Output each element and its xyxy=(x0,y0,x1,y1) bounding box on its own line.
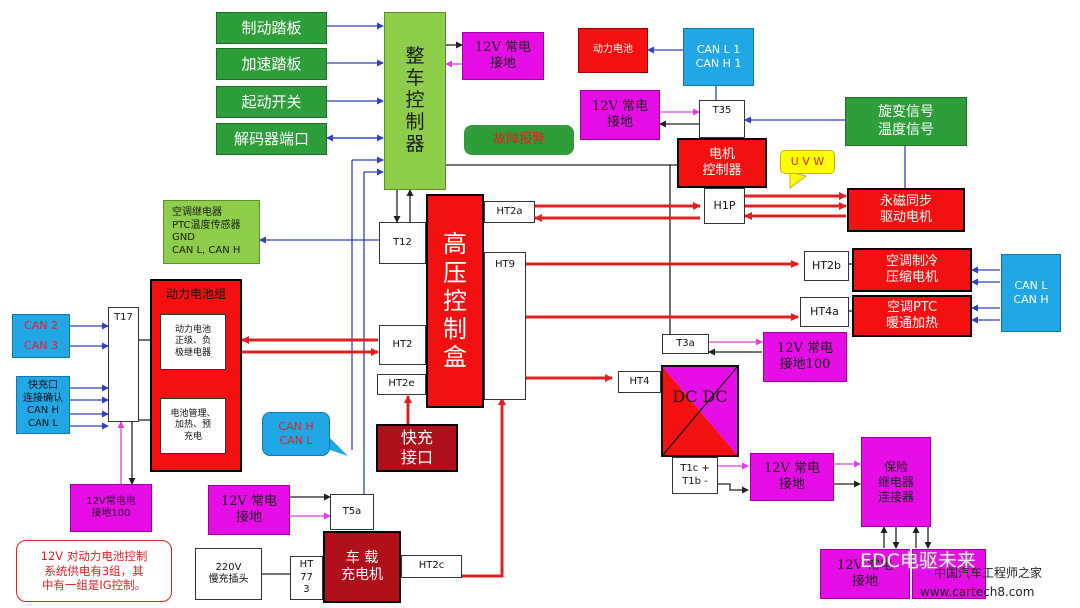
hv-control-box: 高 压 控 制 盒 xyxy=(426,194,484,408)
can-top-box: CAN L 1 CAN H 1 xyxy=(683,28,754,86)
can3-label: CAN 3 xyxy=(24,339,58,352)
ht2-connector: HT2 xyxy=(379,325,426,365)
t3a-gnd-lines xyxy=(708,338,763,356)
ht2a-connector: HT2a xyxy=(484,201,535,223)
slow-charge-box: 220V 慢充插头 xyxy=(195,548,262,600)
resolver-box: 旋变信号 温度信号 xyxy=(845,97,967,146)
can23-box: CAN 2 CAN 3 xyxy=(12,314,70,358)
fast-charge-conn-box: 快充口 连接确认 CAN H CAN L xyxy=(16,376,70,434)
battery-pack-title: 动力电池组 xyxy=(165,287,226,301)
vcu-input-lines xyxy=(326,22,384,142)
can-hl-callout: CAN H CAN L xyxy=(262,412,330,456)
t35-gnd-box: 12V 常电 接地 xyxy=(580,90,660,140)
bms-box: 电池管理、 加热、预 充电 xyxy=(160,398,226,454)
dcdc-diagonal xyxy=(661,365,739,457)
battery-12v-lines xyxy=(117,421,136,485)
brake-pedal-box: 制动踏板 xyxy=(216,12,327,44)
decoder-port-box: 解码器端口 xyxy=(216,123,327,155)
fuse-relay-box: 保险 继电器 连接器 xyxy=(861,437,931,527)
dcdc-box: DC DC xyxy=(661,365,739,457)
t17-label: T17 xyxy=(114,312,133,323)
t35-connector: T35 xyxy=(699,100,745,138)
dcdc-label: DC DC xyxy=(672,387,728,406)
ac-compressor-box: 空调制冷 压缩电机 xyxy=(852,248,972,292)
h1p-connector: H1P xyxy=(704,188,745,224)
uvw-callout: U V W xyxy=(780,150,835,174)
vcu-12v-box: 12V 常电 接地 xyxy=(462,32,544,80)
obc-12v-box: 12V 常电 接地 xyxy=(208,485,290,535)
ht9-connector: HT9 xyxy=(484,252,526,400)
ht2e-connector: HT2e xyxy=(377,374,426,395)
obc-box: 车 载 充电机 xyxy=(323,531,401,603)
watermark-wechat: EDC电驱未来 xyxy=(860,550,976,572)
dcdc-output-lines xyxy=(718,460,932,549)
ht4-connector: HT4 xyxy=(618,371,661,393)
battery-12v-box: 12V常电电 接地100 xyxy=(70,484,152,532)
t3a-gnd-box: 12V 常电 接地100 xyxy=(763,332,847,382)
uvw-pointer xyxy=(789,171,808,189)
t17-connector: T17 xyxy=(108,307,139,422)
can-right-box: CAN L CAN H xyxy=(1001,254,1061,332)
t5a-connector: T5a xyxy=(330,494,374,530)
watermark-cn: 中国汽车工程师之家 xyxy=(934,566,1043,580)
battery-relay-box: 动力电池 正级、负 极继电器 xyxy=(160,314,226,370)
fast-charge-port: 快充 接口 xyxy=(376,424,458,472)
fault-alarm-callout: 故障报警 xyxy=(464,125,574,155)
ht773-connector: HT 77 3 xyxy=(290,556,323,600)
start-switch-box: 起动开关 xyxy=(216,86,327,118)
power-battery-top: 动力电池 xyxy=(578,28,648,73)
ht9-label: HT9 xyxy=(495,259,515,270)
note-12v-callout: 12V 对动力电池控制 系统供电有3组，其 中有一组是IG控制。 xyxy=(16,540,172,602)
bottom-right-12v-right xyxy=(912,549,986,599)
t35-gnd-lines xyxy=(659,108,700,128)
vcu-12v-lines xyxy=(445,41,463,68)
bottom-right-12v-left: 12V 常电 接地 xyxy=(820,549,910,599)
t12-connector: T12 xyxy=(379,222,426,264)
can2-label: CAN 2 xyxy=(24,319,58,333)
ac-ptc-box: 空调PTC 暖通加热 xyxy=(852,295,972,337)
accel-pedal-box: 加速踏板 xyxy=(216,48,327,80)
obc-lines xyxy=(262,493,331,575)
ht4a-connector: HT4a xyxy=(800,297,849,327)
left-can-lines xyxy=(70,322,152,430)
vcu-box: 整 车 控 制 器 xyxy=(384,12,446,190)
ht2b-connector: HT2b xyxy=(804,251,849,281)
watermark-url: www.cartech8.com xyxy=(920,585,1035,599)
t3a-connector: T3a xyxy=(662,334,709,354)
pmsm-box: 永磁同步 驱动电机 xyxy=(847,188,965,232)
t35-label: T35 xyxy=(712,105,732,116)
ht2c-connector: HT2c xyxy=(401,555,462,578)
hv-lines xyxy=(241,192,847,578)
ac-relay-box: 空调继电器 PTC温度传感器 GND CAN L, CAN H xyxy=(163,200,260,264)
t1-connector: T1c + T1b - xyxy=(672,457,718,494)
motor-controller-box: 电机 控制器 xyxy=(677,138,767,188)
dcdc-12v-box: 12V 常电 接地 xyxy=(750,453,834,501)
